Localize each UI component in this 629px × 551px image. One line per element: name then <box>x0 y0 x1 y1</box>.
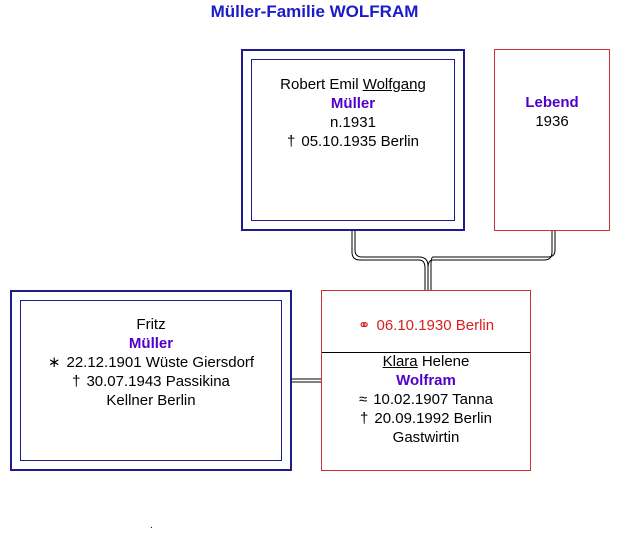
wife-surname: Wolfram <box>396 372 456 389</box>
husband-occupation: Kellner Berlin <box>106 392 196 409</box>
wife-card[interactable]: ⚭06.10.1930 Berlin Klara Helene Wolfram … <box>321 290 531 471</box>
mother-card[interactable]: Lebend 1936 <box>494 49 610 231</box>
wife-birth: ≈10.02.1907 Tanna <box>358 391 494 408</box>
mother-year: 1936 <box>535 113 569 130</box>
wife-occupation: Gastwirtin <box>392 429 460 446</box>
wife-given-names: Klara Helene <box>382 353 470 370</box>
father-death: †05.10.1935 Berlin <box>287 133 419 150</box>
mother-surname: Lebend <box>525 94 579 111</box>
wife-death: †20.09.1992 Berlin <box>360 410 492 427</box>
birth-star-icon: ∗ <box>47 354 61 371</box>
cross-icon: † <box>360 410 369 427</box>
father-card[interactable]: Robert Emil Wolfgang Müller n.1931 †05.1… <box>241 49 465 231</box>
wedding-rings-icon: ⚭ <box>357 317 371 334</box>
cross-icon: † <box>287 133 296 150</box>
father-given-names: Robert Emil Wolfgang <box>280 76 426 93</box>
baptism-icon: ≈ <box>358 391 368 408</box>
father-birth: n.1931 <box>330 114 376 131</box>
cross-icon: † <box>72 373 81 390</box>
marriage-line: ⚭06.10.1930 Berlin <box>357 317 495 334</box>
husband-death: †30.07.1943 Passikina <box>72 373 230 390</box>
father-surname: Müller <box>330 95 376 112</box>
chart-title: Müller-Familie WOLFRAM <box>210 2 419 21</box>
husband-surname: Müller <box>128 335 174 352</box>
husband-given-name: Fritz <box>136 316 166 333</box>
footnote-dot: . <box>150 520 153 531</box>
husband-birth: ∗22.12.1901 Wüste Giersdorf <box>47 354 255 371</box>
husband-card[interactable]: Fritz Müller ∗22.12.1901 Wüste Giersdorf… <box>10 290 292 471</box>
divider <box>322 352 530 353</box>
